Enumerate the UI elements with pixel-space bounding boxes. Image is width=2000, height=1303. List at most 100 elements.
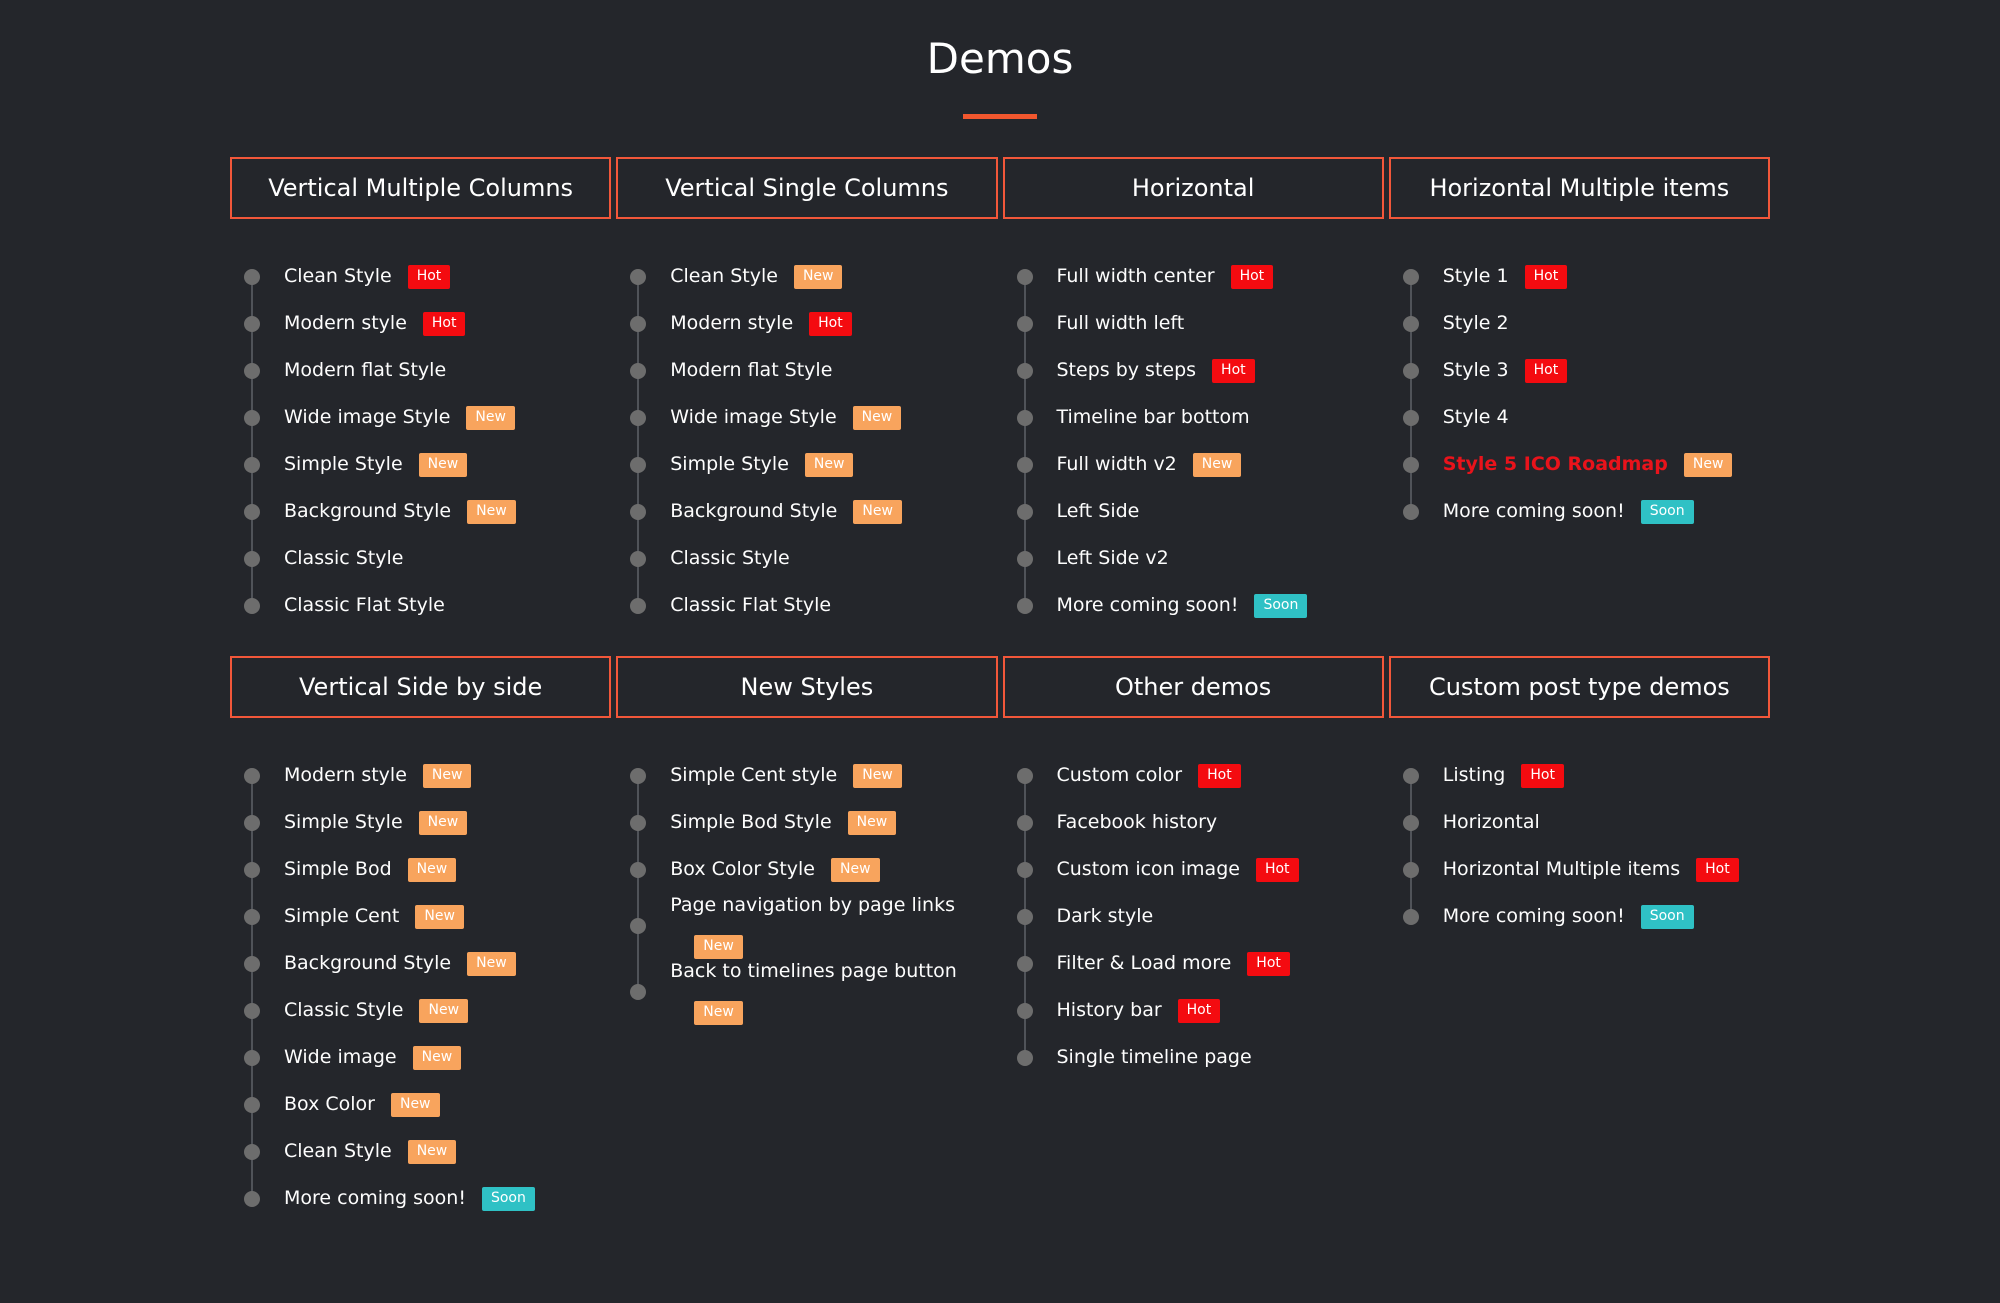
hot-badge: Hot bbox=[1230, 264, 1274, 289]
section-header: Vertical Side by side bbox=[230, 656, 612, 719]
new-badge: New bbox=[694, 1001, 743, 1026]
timeline-dot bbox=[630, 456, 647, 473]
demo-link-style-4[interactable]: Style 4 bbox=[1442, 406, 1509, 429]
demo-link-classic-style[interactable]: Classic Style bbox=[670, 547, 790, 570]
demo-link-left-side[interactable]: Left Side bbox=[1056, 500, 1140, 523]
demo-link-modern-flat-style[interactable]: Modern flat Style bbox=[670, 359, 833, 382]
demo-link-left-side-v2[interactable]: Left Side v2 bbox=[1056, 547, 1169, 570]
timeline-line bbox=[1023, 277, 1026, 607]
demo-link-timeline-bar-bottom[interactable]: Timeline bar bottom bbox=[1056, 406, 1250, 429]
demo-link-modern-style[interactable]: Modern style bbox=[284, 312, 407, 335]
title-underline bbox=[963, 114, 1037, 120]
list-item: Timeline bar bottom bbox=[1016, 394, 1384, 441]
soon-badge: Soon bbox=[1640, 499, 1694, 524]
demo-link-background-style[interactable]: Background Style bbox=[284, 500, 452, 523]
timeline-dot bbox=[1402, 268, 1419, 285]
demo-link-full-width-center[interactable]: Full width center bbox=[1056, 265, 1215, 288]
new-badge: New bbox=[418, 810, 468, 835]
demo-link-style-2[interactable]: Style 2 bbox=[1442, 312, 1509, 335]
demo-link-simple-style[interactable]: Simple Style bbox=[284, 811, 403, 834]
demo-link-background-style[interactable]: Background Style bbox=[670, 500, 838, 523]
demo-link-full-width-left[interactable]: Full width left bbox=[1056, 312, 1185, 335]
timeline-line bbox=[637, 776, 640, 993]
demo-link-steps-by-steps[interactable]: Steps by steps bbox=[1056, 359, 1197, 382]
demo-link-filter-load-more[interactable]: Filter & Load more bbox=[1056, 952, 1232, 975]
demo-link-simple-cent-style[interactable]: Simple Cent style bbox=[670, 764, 838, 787]
demo-link-style-1[interactable]: Style 1 bbox=[1442, 265, 1509, 288]
demo-link-clean-style[interactable]: Clean Style bbox=[284, 265, 392, 288]
demo-link-listing[interactable]: Listing bbox=[1442, 764, 1506, 787]
timeline-dot bbox=[630, 767, 647, 784]
demo-link-full-width-v2[interactable]: Full width v2 bbox=[1056, 453, 1177, 476]
new-badge: New bbox=[694, 935, 743, 960]
timeline-dot bbox=[1402, 362, 1419, 379]
timeline-dot bbox=[1402, 315, 1419, 332]
timeline-dot bbox=[1402, 503, 1419, 520]
demo-link-modern-style[interactable]: Modern style bbox=[670, 312, 794, 335]
demo-link-single-timeline-page[interactable]: Single timeline page bbox=[1056, 1046, 1252, 1069]
list-item: Classic Style bbox=[630, 535, 997, 582]
hot-badge: Hot bbox=[1177, 998, 1221, 1023]
timeline-dot bbox=[244, 814, 260, 831]
demo-link-simple-bod[interactable]: Simple Bod bbox=[284, 858, 392, 881]
timeline-dot bbox=[1016, 1002, 1033, 1019]
timeline-dot bbox=[244, 456, 260, 473]
demo-link-background-style[interactable]: Background Style bbox=[284, 952, 452, 975]
demo-link-clean-style[interactable]: Clean Style bbox=[670, 265, 778, 288]
demo-link-clean-style[interactable]: Clean Style bbox=[284, 1140, 392, 1163]
demo-link-style-5-ico-roadmap[interactable]: Style 5 ICO Roadmap bbox=[1442, 453, 1668, 476]
demo-link-horizontal[interactable]: Horizontal bbox=[1442, 811, 1540, 834]
timeline-dot bbox=[1402, 409, 1419, 426]
demo-link-wide-image-style[interactable]: Wide image Style bbox=[284, 406, 451, 429]
demo-link-simple-style[interactable]: Simple Style bbox=[284, 453, 403, 476]
demo-link-page-navigation-by-page-links[interactable]: Page navigation by page links bbox=[670, 893, 955, 916]
list-item: Style 4 bbox=[1402, 394, 1770, 441]
demo-link-modern-style[interactable]: Modern style bbox=[284, 764, 407, 787]
demo-link-history-bar[interactable]: History bar bbox=[1056, 999, 1162, 1022]
demo-link-classic-style[interactable]: Classic Style bbox=[284, 999, 404, 1022]
demo-link-simple-cent[interactable]: Simple Cent bbox=[284, 905, 400, 928]
demo-link-box-color-style[interactable]: Box Color Style bbox=[670, 858, 815, 881]
demo-link-horizontal-multiple-items[interactable]: Horizontal Multiple items bbox=[1442, 858, 1681, 881]
new-badge: New bbox=[853, 763, 902, 788]
new-badge: New bbox=[1192, 452, 1242, 477]
demo-link-back-to-timelines-page-button[interactable]: Back to timelines page button bbox=[670, 959, 957, 982]
demo-link-classic-flat-style[interactable]: Classic Flat Style bbox=[670, 594, 832, 617]
demo-link-wide-image[interactable]: Wide image bbox=[284, 1046, 397, 1069]
list-item: Classic Style bbox=[244, 535, 611, 582]
demo-link-modern-flat-style[interactable]: Modern flat Style bbox=[284, 359, 447, 382]
demo-link-custom-color[interactable]: Custom color bbox=[1056, 764, 1183, 787]
timeline-dot bbox=[1016, 1049, 1033, 1066]
demo-link-more-coming-soon[interactable]: More coming soon! bbox=[284, 1187, 466, 1210]
new-badge: New bbox=[1683, 452, 1733, 477]
timeline-dot bbox=[1016, 362, 1033, 379]
demo-link-more-coming-soon[interactable]: More coming soon! bbox=[1056, 594, 1239, 617]
demo-link-custom-icon-image[interactable]: Custom icon image bbox=[1056, 858, 1240, 881]
timeline-dot bbox=[244, 1096, 260, 1113]
demo-link-dark-style[interactable]: Dark style bbox=[1056, 905, 1154, 928]
demo-link-more-coming-soon[interactable]: More coming soon! bbox=[1442, 500, 1625, 523]
demo-link-wide-image-style[interactable]: Wide image Style bbox=[670, 406, 837, 429]
list-item: Full width center Hot bbox=[1016, 253, 1384, 300]
demo-link-simple-style[interactable]: Simple Style bbox=[670, 453, 789, 476]
demo-link-more-coming-soon[interactable]: More coming soon! bbox=[1442, 905, 1625, 928]
demo-link-classic-flat-style[interactable]: Classic Flat Style bbox=[284, 594, 445, 617]
timeline-dot bbox=[244, 315, 260, 332]
demo-link-facebook-history[interactable]: Facebook history bbox=[1056, 811, 1218, 834]
timeline-dot bbox=[630, 268, 647, 285]
demo-link-box-color[interactable]: Box Color bbox=[284, 1093, 375, 1116]
demo-link-simple-bod-style[interactable]: Simple Bod Style bbox=[670, 811, 832, 834]
timeline-dot bbox=[244, 1143, 260, 1160]
demo-link-classic-style[interactable]: Classic Style bbox=[284, 547, 404, 570]
demo-link-style-3[interactable]: Style 3 bbox=[1442, 359, 1509, 382]
